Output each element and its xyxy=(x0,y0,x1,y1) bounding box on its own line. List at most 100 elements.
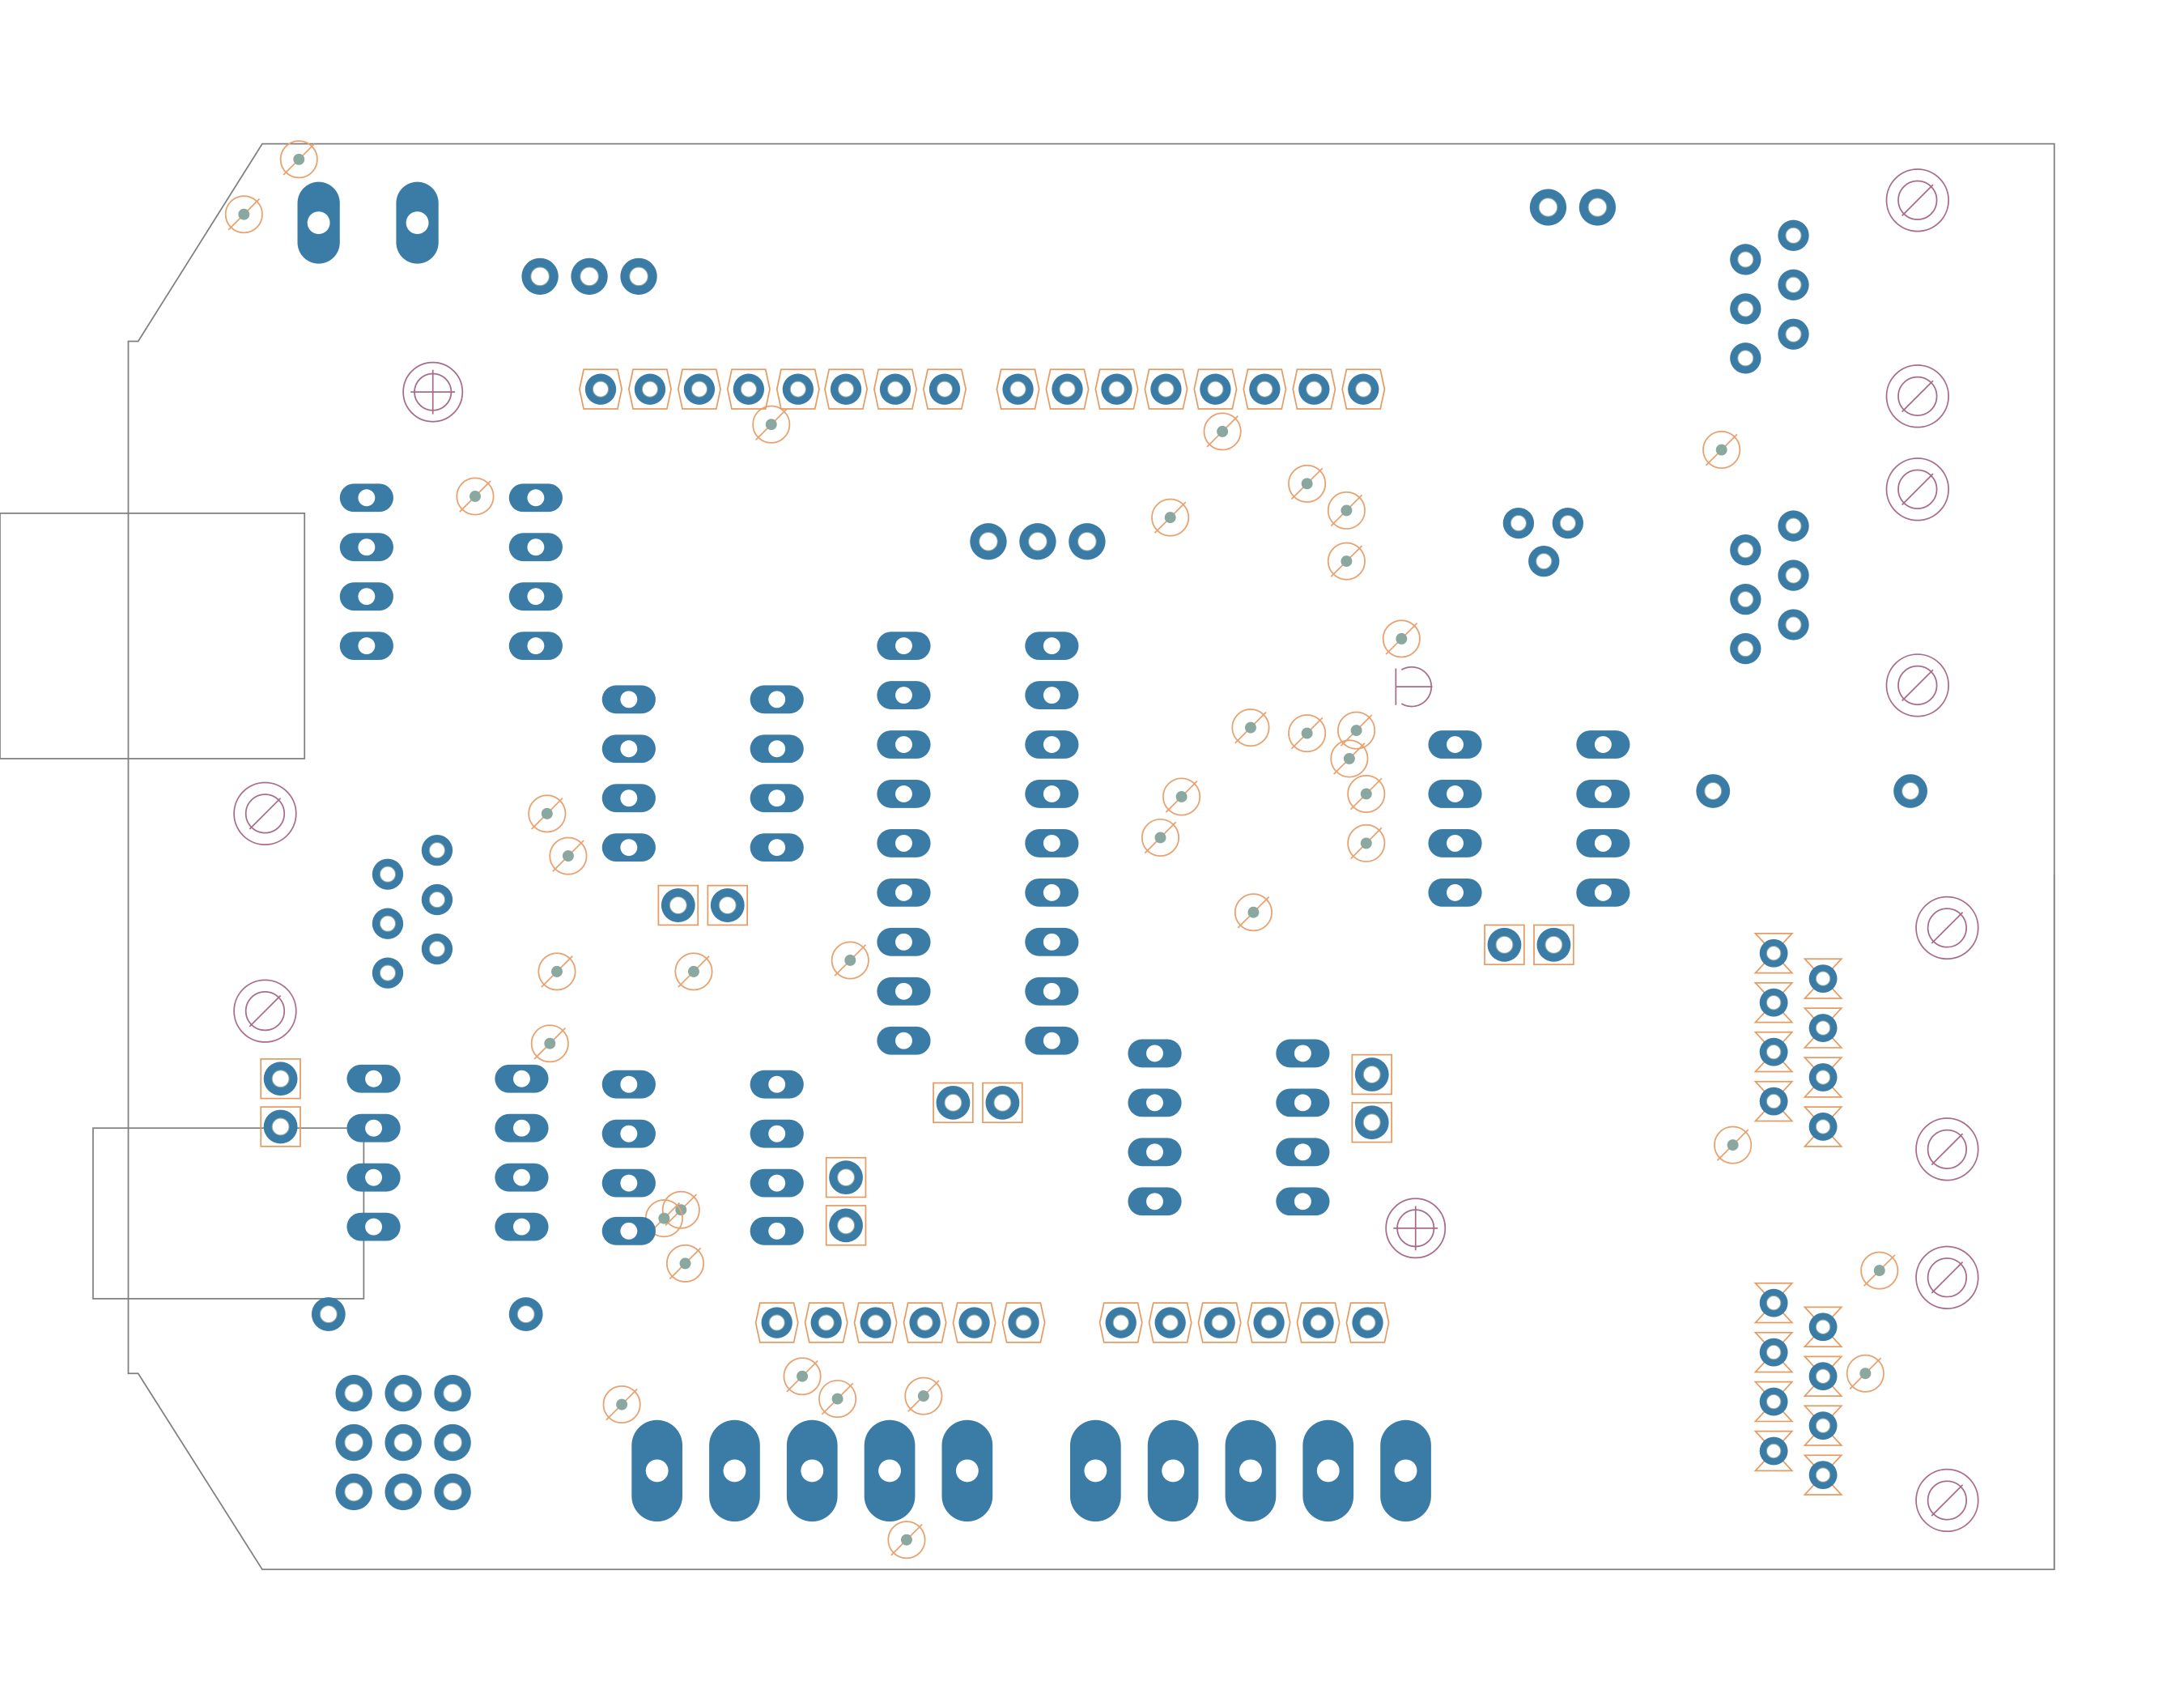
board-edge xyxy=(127,143,2055,1571)
right-bow-pad-13 xyxy=(1803,1355,1843,1397)
right-bottom-pin-label-3: 3 xyxy=(1239,1464,1263,1478)
right-bottom-pin-label-1: 1 xyxy=(1394,1464,1418,1478)
left-triple-pin-2 xyxy=(372,957,404,989)
via-ring xyxy=(1702,431,1741,470)
pad-drill xyxy=(789,381,806,398)
ic2-left-563 xyxy=(877,780,931,808)
ic5-right-804 xyxy=(750,1119,804,1148)
mount-ring xyxy=(1915,1117,1979,1181)
via-32 xyxy=(602,1385,641,1424)
ic5-right-873 xyxy=(750,1216,804,1245)
via-core xyxy=(900,1534,912,1546)
right-bow-pad-14 xyxy=(1803,1405,1843,1446)
pad-drill xyxy=(406,211,429,235)
pad-drill xyxy=(1146,1143,1163,1161)
pad-drill xyxy=(669,896,687,915)
icsp-b-pin-1 xyxy=(1778,510,1809,542)
pad-drill xyxy=(513,1070,530,1087)
pad-drill xyxy=(1737,251,1754,268)
pad-silk-square xyxy=(825,1156,867,1198)
bottom-header-b-pin-3 xyxy=(1247,1302,1291,1343)
pad-drill xyxy=(1594,736,1612,753)
via-ring xyxy=(1327,491,1366,530)
via-core xyxy=(1396,632,1408,645)
mounting-hole-top-left xyxy=(402,361,464,423)
pad-silk-square xyxy=(1484,924,1525,966)
pad-drill xyxy=(718,896,737,915)
ic1-left-566 xyxy=(601,784,656,813)
led-arc xyxy=(1400,666,1433,708)
bottom-connector-pad-7 xyxy=(1225,1419,1277,1522)
pad-drill xyxy=(1355,381,1372,398)
via-1 xyxy=(224,195,263,234)
ic5-left-839 xyxy=(601,1168,656,1198)
ic3-right-598 xyxy=(1576,829,1630,857)
via-26 xyxy=(1714,1125,1753,1164)
pad-drill xyxy=(344,1432,364,1453)
via-core xyxy=(1244,721,1256,734)
pad-drill xyxy=(801,1459,824,1483)
ic2-left-458 xyxy=(877,632,931,661)
pad-silk-hex xyxy=(754,1302,799,1343)
pad-drill xyxy=(1765,1295,1782,1311)
pad-drill xyxy=(645,1459,669,1483)
pad-silk-square xyxy=(825,1205,867,1246)
mount-ring xyxy=(1915,896,1979,960)
pad-drill xyxy=(979,531,998,551)
pad-drill xyxy=(1043,883,1060,901)
pad-drill xyxy=(1108,381,1125,398)
pad-drill xyxy=(527,637,545,655)
ic6-right-747 xyxy=(1276,1039,1330,1068)
pad-drill xyxy=(895,1032,912,1049)
via-ring xyxy=(752,405,791,444)
transistor-pin-0 xyxy=(1502,507,1535,539)
pad-drill xyxy=(1362,1113,1381,1132)
pad-drill xyxy=(1359,1314,1376,1331)
via-core xyxy=(765,419,777,431)
via-core xyxy=(1301,727,1313,739)
pad-silk-square xyxy=(933,1082,974,1124)
via-35 xyxy=(904,1376,943,1415)
pad-drill xyxy=(527,538,545,556)
power-jack-outline xyxy=(92,1127,365,1300)
ic1-right-566 xyxy=(750,784,804,813)
ic3-left-598 xyxy=(1428,829,1482,857)
ic4-left-870 xyxy=(346,1212,401,1241)
pad-drill xyxy=(1815,1467,1831,1483)
pad-drill xyxy=(1785,517,1802,534)
pad-drill xyxy=(620,839,638,857)
pad-silk-hex xyxy=(578,368,623,410)
pad-drill xyxy=(1447,785,1464,802)
pad-drill xyxy=(1737,300,1754,317)
via-ring xyxy=(1337,711,1376,750)
top-header-b-pin-2 xyxy=(1094,368,1139,410)
ic6-right-817 xyxy=(1276,1138,1330,1167)
pad-drill xyxy=(1362,1066,1381,1084)
pad-drill xyxy=(1043,785,1060,802)
cap-pad-4 xyxy=(1484,924,1525,966)
via-ring xyxy=(887,1521,926,1559)
via-ring xyxy=(1231,708,1270,747)
right-single-pad-a xyxy=(1696,774,1731,808)
pad-drill xyxy=(358,538,376,556)
via-core xyxy=(1343,752,1355,764)
icsp-a-pin-2 xyxy=(1730,293,1761,325)
usb-pad-left-458 xyxy=(339,632,393,661)
mount-inner-ring xyxy=(1927,908,1968,948)
usb-pad-right-423 xyxy=(508,582,563,611)
mounting-hole-center xyxy=(1385,1198,1447,1259)
grid-pad-286-1023 xyxy=(385,1423,422,1462)
mounting-hole-right-5 xyxy=(1915,1117,1979,1181)
pad-silk-hex xyxy=(952,1302,996,1343)
pad-drill xyxy=(1594,883,1612,901)
mounting-hole-right-6 xyxy=(1915,1245,1979,1309)
left-bottom-pin-label-3: 3 xyxy=(800,1464,824,1478)
bottom-header-b-pin-1 xyxy=(1148,1302,1192,1343)
mount-inner-ring xyxy=(1927,1129,1968,1169)
bottom-header-a-pin-0 xyxy=(754,1302,799,1343)
ic1-left-601 xyxy=(601,833,656,862)
cap-pad-0 xyxy=(657,884,699,926)
pad-drill xyxy=(620,740,638,758)
usb-pad-right-458 xyxy=(508,632,563,661)
top-header-a-pin-7 xyxy=(922,368,967,410)
